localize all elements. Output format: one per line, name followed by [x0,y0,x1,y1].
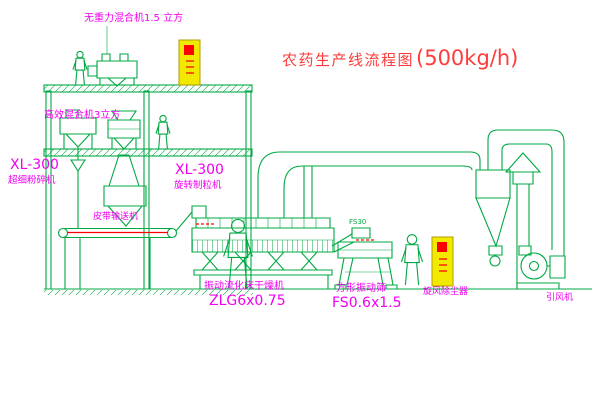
mixer2-legs [64,134,92,149]
label-granulator-model: XL-300 [175,162,224,178]
belt-frame [63,229,172,238]
cyclone-rotary-valve [490,256,500,266]
mixer2-cone [66,134,90,147]
dryer-mesh [192,240,334,252]
dryer-spring-braces [202,252,317,270]
diagram-title: 农药生产线流程图(500kg/h) [282,48,518,69]
belt-roller-left [59,229,68,238]
cabinet-markings [439,258,447,272]
cyclone-separator [476,130,564,266]
discharge-hopper [104,186,146,226]
mixer2-hopper [71,160,85,171]
sieve-feed-box [352,228,370,238]
label-fan: 引风机 [546,293,574,303]
mixer-inlet-1 [102,54,110,61]
control-cabinet-top [178,39,201,86]
hopper-body [104,186,146,206]
belt-discharge-chute [176,212,192,231]
dryer-base-legs [200,275,328,289]
worker-figure [400,233,424,286]
high-efficiency-mixer [60,110,96,228]
belt-roller-right [168,229,177,238]
duct-small-riser [304,166,312,218]
belt-conveyor [59,212,193,289]
downcomer-outer [552,130,564,256]
sieve-feed-chute [332,234,354,252]
dryer-lid-ticks [208,218,316,228]
duct-outer-edge [258,152,470,218]
duct-cyclone-elbow-outer [470,152,480,170]
label-cyclone: 旋风除尘器 [423,287,469,297]
rotary-granulator [108,111,140,186]
mixer-legs [100,78,134,85]
fluid-bed-dryer [192,206,334,289]
label-top-mixer: 无重力混合机1.5 立方 [84,13,184,24]
worker-figure [222,218,254,289]
stack-rain-cap [506,153,540,172]
cyclone-discharge-box [489,246,502,255]
stack-cap-neck [513,172,533,184]
cabinet-markings [186,60,194,74]
induced-draft-fan [517,246,565,289]
fan-hub [530,262,539,271]
mixer-motor [88,66,97,76]
mixer-discharge-cone [108,78,126,86]
label-floor2-mixer: 高效混合机3立方 [44,110,121,121]
granulator-legs [112,138,136,149]
label-dryer-model: ZLG6x0.75 [209,293,286,309]
y-chute [109,155,139,186]
cyclone-outlet-pipe-top [488,130,552,170]
fan-base [517,283,559,289]
column-right [246,91,251,289]
sieve-pad-left [335,285,346,289]
fan-outlet [519,246,531,255]
label-pulverizer-model: XL-300 [10,157,59,173]
duct-cyclone-elbow-inner [462,166,472,170]
downcomer-inner [546,144,552,250]
duct-inner-edge [284,166,462,218]
label-sieve-model: FS0.6x1.5 [332,295,402,311]
cyclone-barrel [476,170,510,198]
title-text: 农药生产线流程图 [282,51,415,69]
belt-supports [65,238,150,289]
cyclone-outlet-pipe-bottom [502,144,546,170]
cyclone-cone [476,198,510,246]
top-floor-beam [43,84,253,93]
label-sieve-name: 方形振动筛 [336,283,386,294]
control-cabinet-bottom [431,236,454,287]
hopper-cone [108,206,142,226]
label-pulverizer-name: 超细粉碎机 [8,175,56,186]
worker-figure [72,50,88,86]
dryer-base-rail [194,270,332,275]
label-granulator-name: 旋转制粒机 [174,180,222,191]
mixer-body [97,61,137,78]
mid-floor-beam [43,148,253,157]
exhaust-duct [258,152,480,218]
exhaust-stack [506,153,540,289]
worker-figure [155,114,171,150]
dryer-feed-inlet [192,206,206,218]
sieve-pad-right [386,285,397,289]
fan-motor [550,256,565,278]
dryer-lid [196,218,330,228]
label-sieve-tag: FS30 [349,218,367,226]
mixer-inlet-2 [120,54,128,61]
square-vibrating-sieve [332,228,397,289]
stack-pipe [517,184,529,289]
sieve-legs [339,258,393,285]
cabinet-indicator [184,45,194,55]
fan-scroll-casing [521,253,547,279]
ground-hatch [44,290,253,295]
capacity-note: (500kg/h) [416,46,519,70]
granulator-cone [114,138,134,149]
gravity-free-mixer [88,54,137,86]
cabinet-indicator [437,242,447,252]
label-dryer-name: 振动流化床干燥机 [204,281,284,292]
label-belt-conveyor: 皮带输送机 [93,212,139,222]
platform-structure [43,84,253,289]
